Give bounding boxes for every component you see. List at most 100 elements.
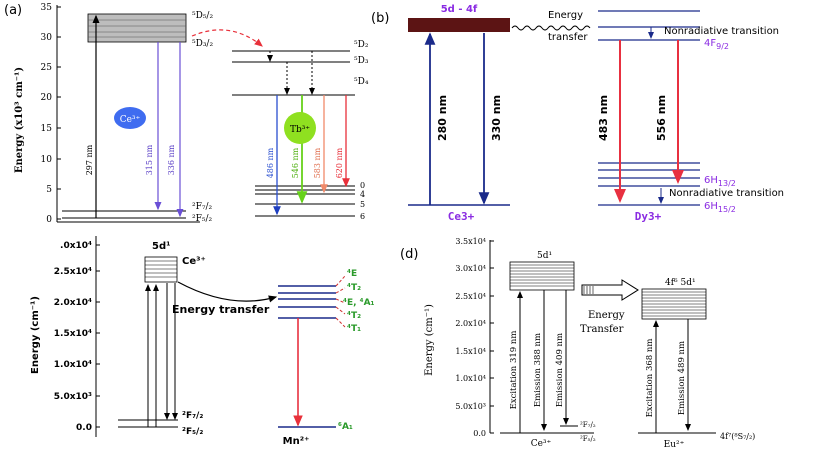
ce-em2-label: 336 nm bbox=[167, 144, 176, 175]
ce-em1-label: 315 nm bbox=[145, 144, 154, 175]
nonrad-2: Nonradiative transition bbox=[669, 188, 784, 199]
tb-em-546-label: 546 nm bbox=[291, 147, 300, 178]
mn-level-4t2a: ⁴T₂ bbox=[347, 283, 361, 293]
d-em-489: Emission 489 nm bbox=[677, 341, 687, 415]
panel-d-label: (d) bbox=[400, 247, 418, 262]
d-eu-ground-label: 4f⁷(⁸S₇/₂) bbox=[720, 432, 755, 441]
d-em-388: Emission 388 nm bbox=[533, 333, 543, 407]
ce-level-2f52: ²F₅/₂ bbox=[192, 214, 212, 224]
panel-b: (b) 5d - 4f 280 nm 330 nm Ce3+ Energy tr… bbox=[371, 4, 784, 223]
dy-em-483-label: 483 nm bbox=[597, 95, 610, 141]
tb-em-486-label: 486 nm bbox=[266, 147, 275, 178]
dy-level-6h152: 6H15/2 bbox=[704, 201, 736, 214]
c-level-2f72: ²F₇/₂ bbox=[182, 411, 203, 421]
tick-5: 5 bbox=[46, 185, 52, 195]
c-tick-3: 1.5x10⁴ bbox=[54, 329, 92, 339]
tick-20: 20 bbox=[41, 93, 53, 103]
c-tick-5: 2.5x10⁴ bbox=[54, 267, 92, 277]
level-5d-4f: 5d - 4f bbox=[441, 4, 478, 15]
ce-ion-badge bbox=[114, 107, 146, 129]
d-exc-319: Excitation 319 nm bbox=[509, 331, 519, 410]
tb-level-5d2: ⁵D₂ bbox=[354, 40, 369, 50]
c-level-5d1: 5d¹ bbox=[152, 241, 171, 252]
c-level-2f52: ²F₅/₂ bbox=[182, 427, 203, 437]
c-tick-1: 5.0x10³ bbox=[54, 392, 92, 402]
panel-d: (d) 0.0 5.0x10³ 1.0x10⁴ 1.5x10⁴ 2.0x10⁴ … bbox=[400, 237, 755, 450]
d-tick-0: 0.0 bbox=[473, 429, 486, 438]
tick-35: 35 bbox=[41, 3, 53, 13]
ce-em-330-label: 330 nm bbox=[490, 95, 503, 141]
d-ce-f52: ²F₅/₂ bbox=[580, 435, 596, 443]
tb-ground-5: 5 bbox=[360, 200, 365, 209]
c-ce-label: Ce³⁺ bbox=[182, 256, 206, 267]
panel-a-energy-transfer bbox=[191, 29, 263, 47]
ce-5d4f-band bbox=[408, 18, 510, 32]
panel-a: (a) 0 5 10 15 20 25 30 35 Energy (x10³ c… bbox=[4, 3, 369, 225]
dy-level-6h132: 6H13/2 bbox=[704, 175, 736, 188]
ce-level-5d32: ⁵D₃/₂ bbox=[192, 39, 213, 49]
tb-level-5d4: ⁵D₄ bbox=[354, 77, 369, 87]
ce-ion-label: Ce³⁺ bbox=[120, 115, 141, 125]
nonrad-1: Nonradiative transition bbox=[664, 26, 779, 37]
d-ce-f72: ²F₇/₂ bbox=[580, 421, 596, 429]
dy-level-4f92: 4F9/2 bbox=[704, 38, 729, 51]
energy-transfer-line2: transfer bbox=[548, 32, 588, 43]
d-transfer-line1: Energy bbox=[588, 310, 625, 321]
d-tick-1: 5.0x10³ bbox=[455, 402, 486, 411]
mn-level-4e: ⁴E bbox=[347, 269, 357, 279]
panel-a-yticks: 0 5 10 15 20 25 30 35 bbox=[41, 3, 53, 225]
tb-em-583-label: 583 nm bbox=[313, 147, 322, 178]
tb-level-5d3: ⁵D₃ bbox=[354, 56, 369, 66]
d-transfer-line2: Transfer bbox=[580, 324, 624, 335]
d-tick-6: 3.0x10⁴ bbox=[455, 264, 486, 273]
panel-d-ylabel: Energy (cm⁻¹) bbox=[424, 304, 435, 376]
ce-abs-280-label: 280 nm bbox=[436, 95, 449, 141]
tick-30: 30 bbox=[41, 33, 53, 43]
energy-transfer-line1: Energy bbox=[548, 10, 583, 21]
mn-level-4t2b: ⁴T₂ bbox=[347, 311, 361, 321]
panel-b-label: (b) bbox=[371, 11, 389, 26]
d-eu-level: 4f⁶ 5d¹ bbox=[665, 278, 696, 288]
panel-c: 0.0 5.0x10³ 1.0x10⁴ 1.5x10⁴ 2.0x10⁴ 2.5x… bbox=[30, 236, 375, 447]
ce-level-5d52: ⁵D₅/₂ bbox=[192, 11, 213, 21]
dy-ion-b: Dy3+ bbox=[635, 210, 662, 223]
d-eu-label: Eu²⁺ bbox=[664, 440, 685, 450]
c-energy-transfer: Energy transfer bbox=[172, 303, 270, 316]
d-ce-5d1-band bbox=[509, 261, 575, 291]
tb-ground-levels bbox=[255, 185, 355, 217]
panel-c-ylabel: Energy (cm⁻¹) bbox=[30, 296, 41, 374]
tb-ground-4: 4 bbox=[360, 190, 365, 199]
c-tick-0: 0.0 bbox=[76, 423, 92, 433]
tick-25: 25 bbox=[41, 63, 53, 73]
d-tick-7: 3.5x10⁴ bbox=[455, 237, 486, 246]
mn-ion-label: Mn²⁺ bbox=[283, 436, 310, 447]
d-tick-4: 2.0x10⁴ bbox=[455, 319, 486, 328]
tick-0: 0 bbox=[46, 215, 52, 225]
panel-a-label: (a) bbox=[4, 3, 22, 18]
d-tick-5: 2.5x10⁴ bbox=[455, 292, 486, 301]
d-exc-368: Excitation 368 nm bbox=[645, 339, 655, 418]
ce-ion-b: Ce3+ bbox=[448, 210, 475, 223]
c-tick-4: 2.0x10⁴ bbox=[54, 298, 92, 308]
d-ce-label: Ce³⁺ bbox=[531, 439, 552, 449]
tb-em-620-label: 620 nm bbox=[335, 147, 344, 178]
c-tick-2: 1.0x10⁴ bbox=[54, 360, 92, 370]
dy-em-556-label: 556 nm bbox=[655, 95, 668, 141]
tb-ground-0: 0 bbox=[360, 181, 365, 190]
ce-5d-band bbox=[87, 13, 187, 43]
mn-excited-levels bbox=[278, 285, 336, 319]
tb-ground-6: 6 bbox=[360, 212, 365, 221]
d-tick-3: 1.5x10⁴ bbox=[455, 347, 486, 356]
panel-a-ylabel: Energy (x10³ cm⁻¹) bbox=[14, 67, 25, 173]
mn-ground-6a1: ⁶A₁ bbox=[338, 422, 353, 432]
tick-10: 10 bbox=[41, 155, 53, 165]
d-level-5d1: 5d¹ bbox=[537, 251, 552, 261]
mn-level-4t1: ⁴T₁ bbox=[347, 324, 361, 334]
tb-ion-label: Tb³⁺ bbox=[290, 125, 310, 135]
mn-level-4e4a1: ⁴E, ⁴A₁ bbox=[343, 298, 375, 308]
d-transfer-arrow bbox=[581, 279, 639, 301]
ce-level-2f72: ²F₇/₂ bbox=[192, 202, 212, 212]
energy-transfer-wave bbox=[511, 25, 591, 31]
tb-ion-badge bbox=[284, 112, 316, 144]
